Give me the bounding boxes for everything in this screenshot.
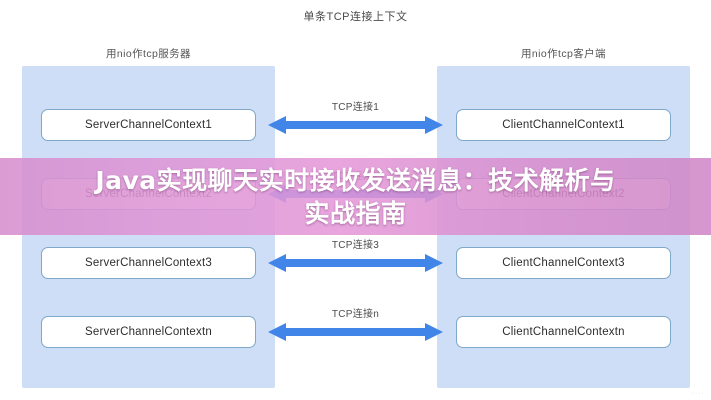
connection-1: TCP连接1 (268, 102, 443, 138)
connection-n-label: TCP连接n (331, 309, 380, 320)
server-panel-title: 用nio作tcp服务器 (106, 48, 191, 60)
node-client-3[interactable]: ClientChannelContext3 (456, 247, 671, 279)
double-arrow-icon (268, 254, 443, 272)
connection-1-label: TCP连接1 (331, 102, 380, 113)
node-server-1[interactable]: ServerChannelContext1 (41, 109, 256, 141)
promo-title-line-1: Java实现聊天实时接收发送消息：技术解析与 (95, 165, 616, 195)
connection-3: TCP连接3 (268, 240, 443, 276)
double-arrow-icon (268, 323, 443, 341)
promo-title-line-2: 实战指南 (304, 198, 407, 228)
connection-3-label: TCP连接3 (331, 240, 380, 251)
node-server-n[interactable]: ServerChannelContextn (41, 316, 256, 348)
diagram-title: 单条TCP连接上下文 (303, 11, 408, 23)
client-panel-title: 用nio作tcp客户端 (521, 48, 606, 60)
node-client-n[interactable]: ClientChannelContextn (456, 316, 671, 348)
node-server-3[interactable]: ServerChannelContext3 (41, 247, 256, 279)
watermark: ···· (691, 390, 705, 397)
double-arrow-icon (268, 116, 443, 134)
promo-overlay-band (0, 158, 711, 235)
node-client-1[interactable]: ClientChannelContext1 (456, 109, 671, 141)
promo-overlay-title: Java实现聊天实时接收发送消息：技术解析与 实战指南 (0, 158, 711, 235)
connection-n: TCP连接n (268, 309, 443, 345)
